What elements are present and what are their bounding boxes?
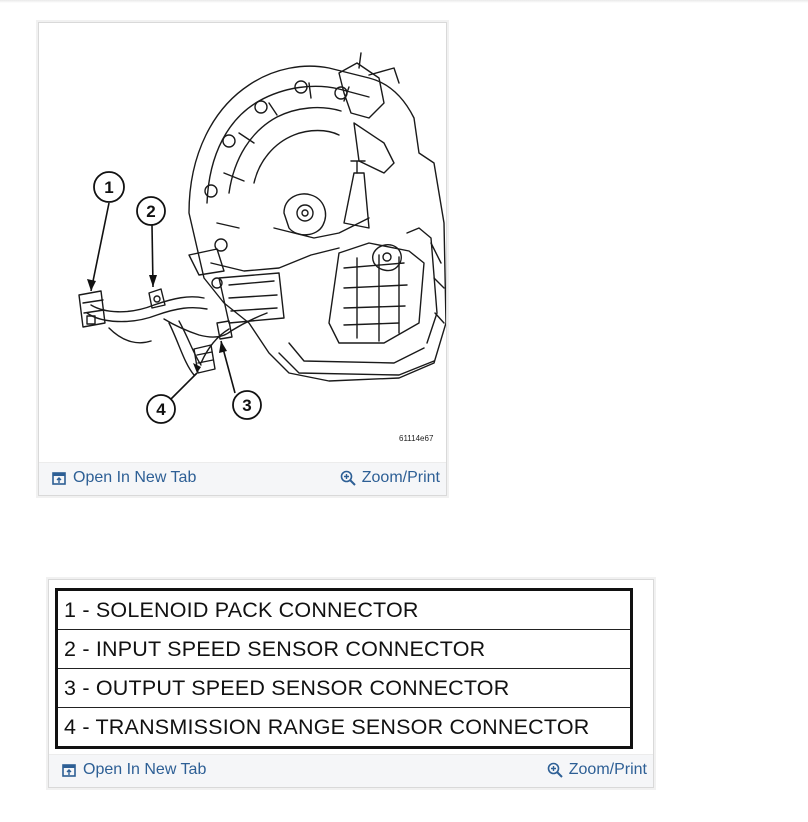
legend-row-1: 1 - SOLENOID PACK CONNECTOR — [56, 589, 632, 630]
zoom-icon — [547, 762, 563, 778]
callout-2 — [136, 196, 166, 226]
top-shadow-bar — [0, 0, 808, 3]
diagram-toolbar: Open In New Tab Zoom/Print — [39, 462, 446, 495]
open-new-tab-icon — [62, 764, 76, 777]
figure-code: 61114e67 — [399, 434, 434, 443]
callout-4 — [146, 394, 176, 424]
callout-1 — [93, 171, 125, 203]
legend-row-2: 2 - INPUT SPEED SENSOR CONNECTOR — [56, 629, 632, 669]
legend-row-3: 3 - OUTPUT SPEED SENSOR CONNECTOR — [56, 668, 632, 708]
legend-table: 1 - SOLENOID PACK CONNECTOR 2 - INPUT SP… — [55, 588, 633, 749]
callout-2-label: 2 — [146, 202, 155, 221]
callout-3 — [232, 390, 262, 420]
zoom-icon — [340, 470, 356, 486]
zoom-print-link[interactable]: Zoom/Print — [547, 761, 647, 779]
legend-row: 4 - TRANSMISSION RANGE SENSOR CONNECTOR — [57, 708, 632, 748]
callout-1-label: 1 — [104, 178, 113, 197]
transmission-illustration: 1 2 3 4 — [78, 52, 446, 424]
open-in-new-tab-label: Open In New Tab — [83, 761, 207, 778]
open-new-tab-icon — [52, 472, 66, 485]
callout-4-label: 4 — [156, 400, 166, 419]
zoom-print-label: Zoom/Print — [568, 761, 647, 778]
zoom-print-label: Zoom/Print — [361, 469, 440, 486]
legend-row: 1 - SOLENOID PACK CONNECTOR — [56, 589, 632, 630]
legend-row-4: 4 - TRANSMISSION RANGE SENSOR CONNECTOR — [64, 714, 590, 739]
open-in-new-tab-link[interactable]: Open In New Tab — [61, 761, 206, 779]
legend-toolbar: Open In New Tab Zoom/Print — [49, 754, 653, 787]
legend-row: 2 - INPUT SPEED SENSOR CONNECTOR — [56, 629, 632, 669]
zoom-print-link[interactable]: Zoom/Print — [340, 469, 440, 487]
open-in-new-tab-link[interactable]: Open In New Tab — [51, 469, 196, 487]
diagram-card: 1 2 3 4 61114e67 Open In New Tab Zoom/Pr… — [38, 22, 447, 496]
callout-3-label: 3 — [242, 396, 251, 415]
open-in-new-tab-label: Open In New Tab — [73, 469, 197, 486]
legend-row: 3 - OUTPUT SPEED SENSOR CONNECTOR — [56, 668, 632, 708]
legend-card: 1 - SOLENOID PACK CONNECTOR 2 - INPUT SP… — [48, 579, 654, 788]
